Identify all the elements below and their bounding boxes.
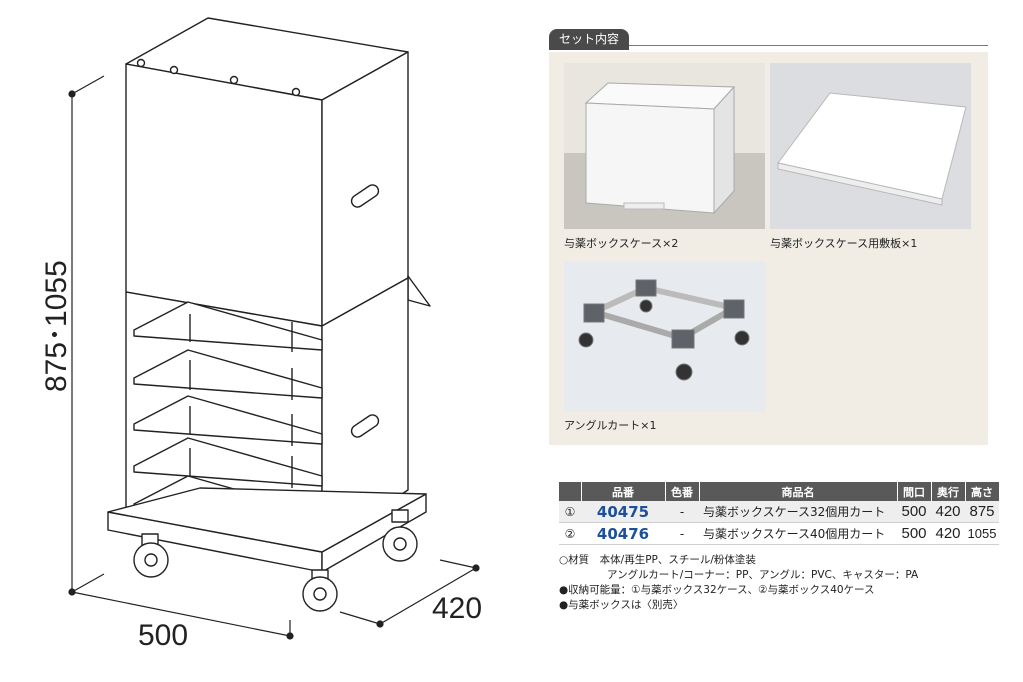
caster-wheels [133,509,418,612]
cart-line-drawing: 875･1055 500 420 [40,17,482,652]
color-code: - [665,501,699,523]
product-code: 40476 [581,522,665,545]
product-code: 40475 [581,501,665,523]
cart-base-top [107,487,427,553]
header-depth: 奥行 [931,482,966,501]
table-row: ① 40475 - 与薬ボックスケース32個用カート 500 420 875 [559,501,999,523]
dimension-depth: 420 [432,592,482,625]
note-capacity: ●収納可能量：①与薬ボックス32ケース、②与薬ボックス40ケース [559,584,875,596]
table-row: ② 40476 - 与薬ボックスケース40個用カート 500 420 1055 [559,522,999,545]
photo-angle-cart [564,262,765,412]
spec-table-header: 品番 色番 商品名 間口 奥行 高さ [559,482,1000,501]
product-notes: ○材質 本体/再生PP、スチール/粉体塗装 アングルカート/コーナー：PP、アン… [559,553,918,613]
header-blank [559,482,582,501]
product-name: 与薬ボックスケース32個用カート [699,501,897,523]
dimension-width: 500 [138,619,188,652]
header-height: 高さ [965,482,1000,501]
row-number: ② [559,522,581,545]
header-code: 品番 [581,482,666,501]
handle-hole-bottom [350,414,380,438]
width-value: 500 [897,501,931,523]
top-box-front [125,63,323,327]
height-value: 1055 [965,522,999,545]
set-contents-rule [549,45,988,46]
spec-table: 品番 色番 商品名 間口 奥行 高さ ① 40475 - 与薬ボックスケース32… [559,482,1000,545]
row-number: ① [559,501,581,523]
caption-angle-cart: アングルカート×1 [564,419,657,432]
side-flap [407,275,431,307]
color-code: - [665,522,699,545]
caption-base-board: 与薬ボックスケース用敷板×1 [770,237,918,250]
note-sold-separately: ●与薬ボックスは〈別売〉 [559,599,684,611]
height-value: 875 [965,501,999,523]
set-contents-tab: セット内容 [549,29,630,50]
depth-value: 420 [931,522,965,545]
caption-box-case: 与薬ボックスケース×2 [564,237,679,250]
width-value: 500 [897,522,931,545]
shelf-dividers [189,314,293,488]
handle-hole-top [350,184,380,208]
photo-box-case [564,63,765,229]
depth-value: 420 [931,501,965,523]
photo-base-board [770,63,971,229]
shelf-box-side [321,277,409,546]
header-name: 商品名 [699,482,898,501]
note-material-detail: アングルカート/コーナー：PP、アングル：PVC、キャスター：PA [607,569,919,581]
note-material: ○材質 本体/再生PP、スチール/粉体塗装 [559,554,756,566]
header-width: 間口 [897,482,932,501]
lid-holes [136,58,301,97]
dimension-height: 875･1055 [40,260,73,392]
header-color: 色番 [665,482,700,501]
product-name: 与薬ボックスケース40個用カート [699,522,897,545]
